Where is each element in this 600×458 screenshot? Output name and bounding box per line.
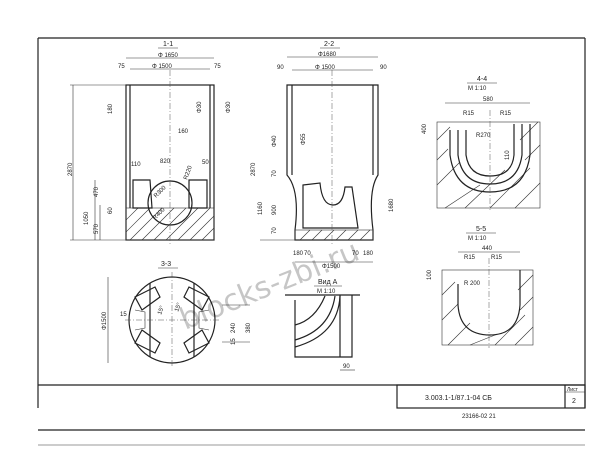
- dim-label: Φ1500: [102, 311, 108, 330]
- dim-label: Φ 1500: [152, 64, 172, 70]
- dim-label: 15°: [174, 302, 183, 313]
- dim-label: 75: [118, 64, 125, 70]
- dim-label: 180: [293, 251, 304, 257]
- sheet-label: Лист: [567, 387, 579, 393]
- section-title: Вид А: [318, 279, 338, 286]
- dim-label: 70: [272, 227, 278, 234]
- dim-label: Φ 1500: [315, 65, 335, 71]
- dim-label: 15: [231, 338, 237, 345]
- dim-label: 2870: [251, 162, 257, 176]
- scale-label: М 1:10: [317, 289, 336, 295]
- drawing-code: 3.003.1-1/87.1-04 СБ: [425, 395, 492, 402]
- dim-label: 1050: [84, 211, 90, 225]
- title-block: 3.003.1-1/87.1-04 СБ Лист 2 23166-02 21: [396, 384, 586, 420]
- section-title: 2-2: [324, 41, 334, 48]
- dim-label: 110: [131, 162, 141, 168]
- dim-label: 180: [108, 103, 114, 114]
- dim-label: R220: [183, 165, 194, 181]
- dim-label: 820: [160, 159, 171, 165]
- dim-label: R15: [464, 255, 476, 261]
- dim-label: 400: [422, 123, 428, 134]
- dim-label: 100: [427, 269, 433, 280]
- dim-label: Φ1500: [322, 264, 341, 270]
- view-a: Вид А М 1:10 90: [285, 279, 360, 371]
- dim-label: 70: [272, 170, 278, 177]
- dim-label: 160: [178, 129, 189, 135]
- dim-label: 2870: [68, 162, 74, 176]
- dim-label: Φ30: [197, 101, 203, 113]
- scale-label: М 1:10: [468, 86, 487, 92]
- dim-label: 90: [380, 65, 387, 71]
- dim-label: 90: [277, 65, 284, 71]
- dim-label: R15: [491, 255, 503, 261]
- dim-label: 15: [120, 312, 127, 318]
- dim-label: 570: [94, 223, 100, 234]
- section-2-2: 2-2 Φ1680 Φ 1500 90 90 Φ40 Φ55 70 1160 9…: [251, 41, 395, 270]
- dim-label: 90: [343, 364, 350, 370]
- dim-label: 50: [202, 160, 209, 166]
- dim-label: R15: [463, 111, 475, 117]
- archive-stamp: 23166-02 21: [462, 414, 496, 420]
- dim-label: 75: [214, 64, 221, 70]
- section-title: 4-4: [477, 76, 487, 83]
- dim-label: 470: [94, 186, 100, 197]
- scale-label: М 1:10: [468, 236, 487, 242]
- section-1-1: 1-1 Φ 1650 Φ 1500 75 75 180 Φ30 Φ30 160 …: [68, 41, 232, 245]
- sheet-number: 2: [572, 398, 576, 405]
- dim-label: 380: [246, 322, 252, 333]
- section-5-5: 5-5 М 1:10 440 R15 R15 R 200 100: [427, 226, 534, 348]
- dim-label: 70: [352, 251, 359, 257]
- dim-label: 440: [482, 246, 493, 252]
- dim-label: 180: [363, 251, 374, 257]
- dim-label: 900: [272, 204, 278, 215]
- dim-label: Φ 1650: [158, 53, 178, 59]
- section-title: 5-5: [476, 226, 486, 233]
- dim-label: Φ30: [226, 101, 232, 113]
- section-title: 1-1: [163, 41, 173, 48]
- dim-label: 1160: [258, 201, 264, 215]
- dim-label: R15: [500, 111, 512, 117]
- section-title: 3-3: [161, 261, 171, 268]
- dim-label: R 200: [464, 281, 481, 287]
- dim-label: R400: [152, 207, 167, 222]
- dim-label: 240: [231, 322, 237, 333]
- section-3-3: 3-3 Φ1500 15 15° 15° 240 380 15: [102, 261, 252, 368]
- dim-label: 580: [483, 97, 494, 103]
- dim-label: 15°: [157, 305, 166, 316]
- section-4-4: 4-4 М 1:10 580 R15 R15 R270 110 400: [422, 76, 541, 210]
- dim-label: R270: [476, 133, 491, 139]
- dim-label: Φ1680: [318, 52, 337, 58]
- dim-label: 70: [304, 251, 311, 257]
- dim-label: 1680: [389, 198, 395, 212]
- dim-label: 110: [505, 150, 511, 160]
- dim-label: 60: [108, 207, 114, 214]
- dim-label: Φ55: [301, 133, 307, 145]
- dim-label: Φ40: [272, 135, 278, 147]
